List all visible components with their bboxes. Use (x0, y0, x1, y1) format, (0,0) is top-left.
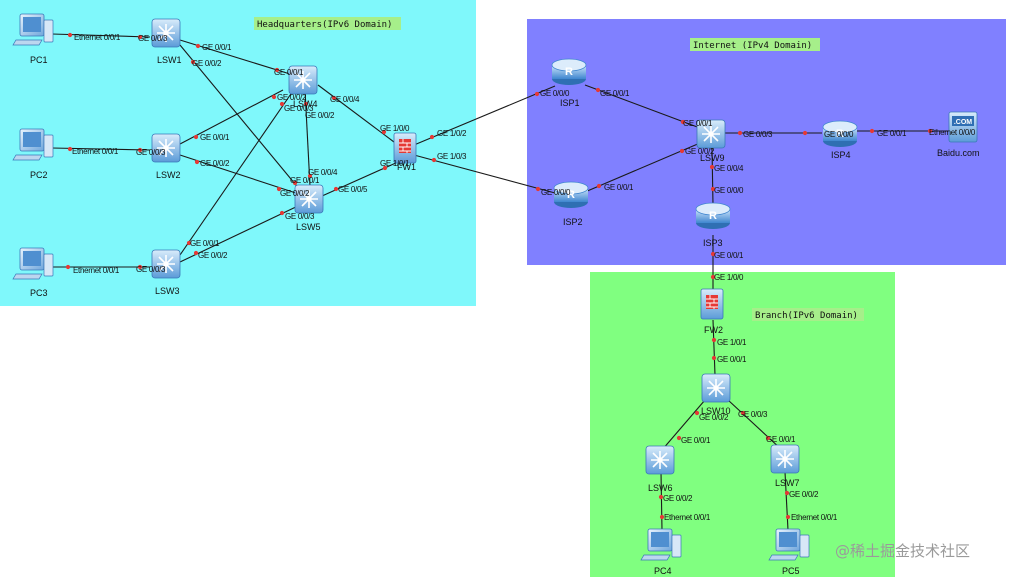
port-label: GE 0/0/2 (192, 59, 222, 68)
port-label: GE 1/0/0 (714, 273, 744, 282)
pc5-label: PC5 (782, 566, 800, 576)
hq-zone-title: Headquarters(IPv6 Domain) (257, 20, 392, 30)
isp4-label: ISP4 (831, 150, 851, 160)
port-label: Ethernet 0/0/1 (72, 147, 119, 156)
pc4-label: PC4 (654, 566, 672, 576)
port-labels: Ethernet 0/0/1 GE 0/0/3 Ethernet 0/0/1 G… (72, 33, 976, 522)
hq-zone-title-bg (254, 17, 401, 30)
port-label: Ethernet 0/0/1 (73, 266, 120, 275)
port-label: GE 0/0/3 (738, 410, 768, 419)
port-label: GE 1/0/3 (437, 152, 467, 161)
lsw2-label: LSW2 (156, 170, 181, 180)
port-label: GE 0/0/3 (136, 148, 166, 157)
port-label: GE 0/0/1 (190, 239, 220, 248)
isp2-label: ISP2 (563, 217, 583, 227)
watermark: @稀土掘金技术社区 (835, 542, 970, 560)
port-label: GE 0/0/1 (683, 119, 713, 128)
port-label: GE 0/0/2 (277, 93, 307, 102)
lsw5-label: LSW5 (296, 222, 321, 232)
lsw4-label: LSW4 (293, 99, 318, 109)
port-label: GE 1/0/2 (437, 129, 467, 138)
baidu-label: Baidu.com (937, 148, 980, 158)
branch-zone-title: Branch(IPv6 Domain) (755, 311, 858, 321)
port-label: GE 0/0/1 (274, 68, 304, 77)
port-label: GE 0/0/5 (338, 185, 368, 194)
port-label: GE 0/0/2 (789, 490, 819, 499)
lsw6-label: LSW6 (648, 483, 673, 493)
port-label: GE 0/0/0 (540, 89, 570, 98)
port-label: Ethernet 0/0/0 (929, 128, 976, 137)
lsw10-label: LSW10 (701, 406, 731, 416)
branch-zone (590, 272, 895, 577)
port-label: GE 0/0/3 (284, 104, 314, 113)
port-label: Ethernet 0/0/1 (791, 513, 838, 522)
port-label: GE 0/0/3 (743, 130, 773, 139)
port-label: GE 0/0/2 (663, 494, 693, 503)
port-label: GE 0/0/2 (280, 189, 310, 198)
port-label: GE 0/0/2 (200, 159, 230, 168)
internet-zone-title: Internet (IPv4 Domain) (693, 41, 812, 51)
branch-zone-title-bg (752, 308, 864, 321)
port-label: GE 0/0/3 (136, 265, 166, 274)
port-label: GE 0/0/3 (138, 34, 168, 43)
port-label: GE 1/0/1 (380, 159, 410, 168)
lsw3-label: LSW3 (155, 286, 180, 296)
port-label: GE 0/0/2 (699, 413, 729, 422)
port-label: Ethernet 0/0/1 (664, 513, 711, 522)
port-label: GE 0/0/2 (198, 251, 228, 260)
port-label: GE 0/0/2 (305, 111, 335, 120)
isp1[interactable] (551, 58, 587, 86)
isp1-label: ISP1 (560, 98, 580, 108)
port-label: Ethernet 0/0/1 (74, 33, 121, 42)
port-label: GE 0/0/1 (604, 183, 634, 192)
internet-zone (527, 19, 1006, 265)
baidu-server[interactable]: .COM (948, 111, 978, 143)
lsw9-label: LSW9 (700, 153, 725, 163)
port-label: GE 0/0/2 (685, 147, 715, 156)
internet-zone-title-bg (690, 38, 820, 51)
fw2-label: FW2 (704, 325, 723, 335)
port-label: GE 0/0/1 (766, 435, 796, 444)
pc1-label: PC1 (30, 55, 48, 65)
port-label: GE 0/0/0 (824, 130, 854, 139)
lsw7-label: LSW7 (775, 478, 800, 488)
baidu-badge: .COM (954, 119, 972, 126)
port-label: GE 0/0/4 (330, 95, 360, 104)
lsw1-label: LSW1 (157, 55, 182, 65)
port-label: GE 0/0/3 (285, 212, 315, 221)
port-label: GE 0/0/1 (681, 436, 711, 445)
fw1-label: FW1 (397, 162, 416, 172)
port-label: GE 1/0/1 (717, 338, 747, 347)
port-label: GE 0/0/1 (290, 176, 320, 185)
port-label: GE 0/0/4 (714, 164, 744, 173)
lsw6[interactable] (645, 445, 675, 475)
pc2-label: PC2 (30, 170, 48, 180)
port-label: GE 0/0/1 (600, 89, 630, 98)
pc3-label: PC3 (30, 288, 48, 298)
port-label: GE 0/0/1 (877, 129, 907, 138)
port-label: GE 1/0/0 (380, 124, 410, 133)
lsw7[interactable] (770, 444, 800, 474)
fw2[interactable] (700, 288, 724, 320)
lsw10[interactable] (701, 373, 731, 403)
port-label: GE 0/0/1 (200, 133, 230, 142)
isp3[interactable] (695, 202, 731, 230)
isp3-label: ISP3 (703, 238, 723, 248)
port-label: GE 0/0/0 (714, 186, 744, 195)
port-label: GE 0/0/1 (714, 251, 744, 260)
port-label: GE 0/0/4 (308, 168, 338, 177)
port-label: GE 0/0/0 (541, 188, 571, 197)
port-dots (65, 32, 933, 520)
port-label: GE 0/0/1 (717, 355, 747, 364)
port-label: GE 0/0/1 (202, 43, 232, 52)
